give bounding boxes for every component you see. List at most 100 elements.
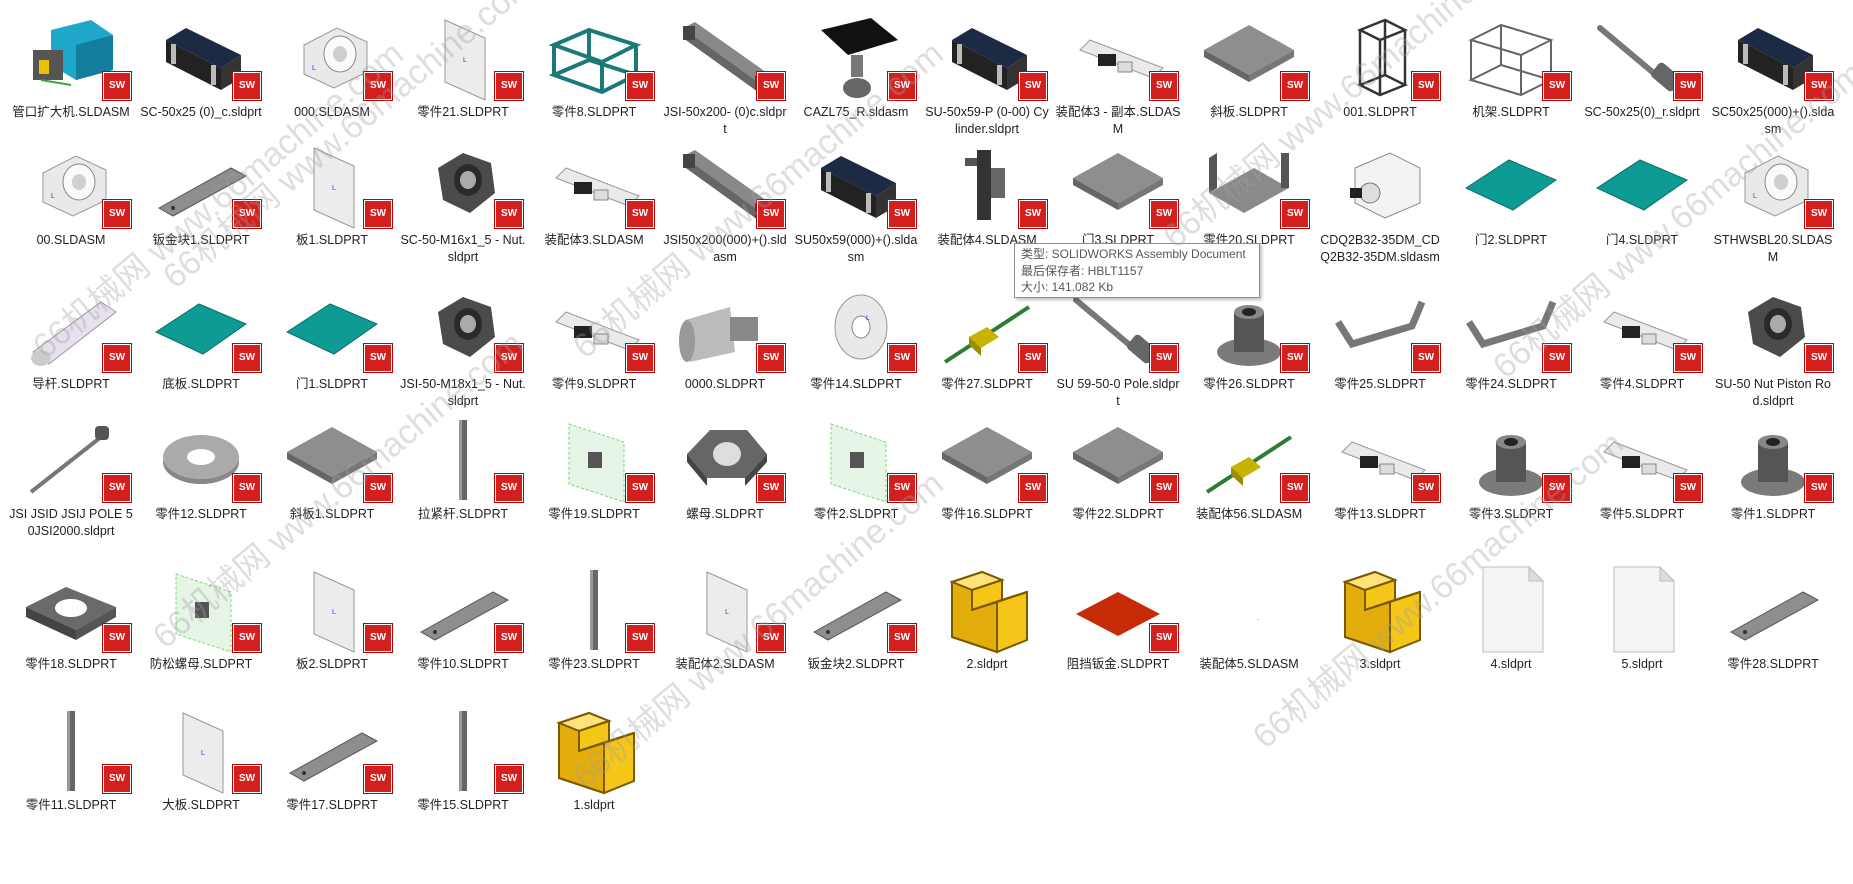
file-name: 斜板.SLDPRT [1210,105,1288,119]
solidworks-badge-icon: SW [364,344,392,372]
file-name: JSI50x200(000)+().sldasm [663,233,787,264]
file-item[interactable]: 5.sldprt [1579,556,1705,696]
file-item[interactable]: 门2.SLDPRT [1448,132,1574,272]
channel-icon [1199,138,1299,232]
file-item[interactable]: .装配体5.SLDASM [1186,556,1312,696]
solidworks-badge-icon: SW [1412,474,1440,502]
file-item[interactable]: 门4.SLDPRT [1579,132,1705,272]
file-item[interactable]: 2.sldprt [924,556,1050,696]
file-item[interactable]: SW 零件13.SLDPRT [1317,406,1443,546]
solidworks-badge-icon: SW [1281,474,1309,502]
file-item[interactable]: 3.sldprt [1317,556,1443,696]
sheet-icon [937,412,1037,506]
file-name: 大板.SLDPRT [162,798,240,812]
solidworks-badge-icon: SW [1543,474,1571,502]
solidworks-badge-icon: SW [103,624,131,652]
file-item[interactable]: SW 底板.SLDPRT [138,276,264,416]
flange-icon [1723,412,1823,506]
file-item[interactable]: CDQ2B32-35DM_CDQ2B32-35DM.sldasm [1317,132,1443,272]
sheet-icon [282,412,382,506]
rail-icon [1330,412,1430,506]
file-item[interactable]: 1.sldprt [531,697,657,837]
solidworks-badge-icon: SW [233,344,261,372]
solidworks-badge-icon: SW [1150,474,1178,502]
solidworks-badge-icon: SW [1674,72,1702,100]
file-name: 零件4.SLDPRT [1599,377,1685,391]
solidworks-badge-icon: SW [757,624,785,652]
file-name: 底板.SLDPRT [162,377,240,391]
file-item[interactable]: 4.sldprt [1448,556,1574,696]
file-item[interactable]: 零件28.SLDPRT [1710,556,1836,696]
file-name: 零件13.SLDPRT [1334,507,1426,521]
solidworks-badge-icon: SW [1150,200,1178,228]
svg-text:L: L [463,57,467,64]
file-name: SU 59-50-0 Pole.sldprt [1056,377,1180,408]
nut-icon [413,282,513,376]
solidworks-badge-icon: SW [495,72,523,100]
file-name: 装配体2.SLDASM [675,657,775,671]
file-name: 斜板1.SLDPRT [289,507,375,521]
